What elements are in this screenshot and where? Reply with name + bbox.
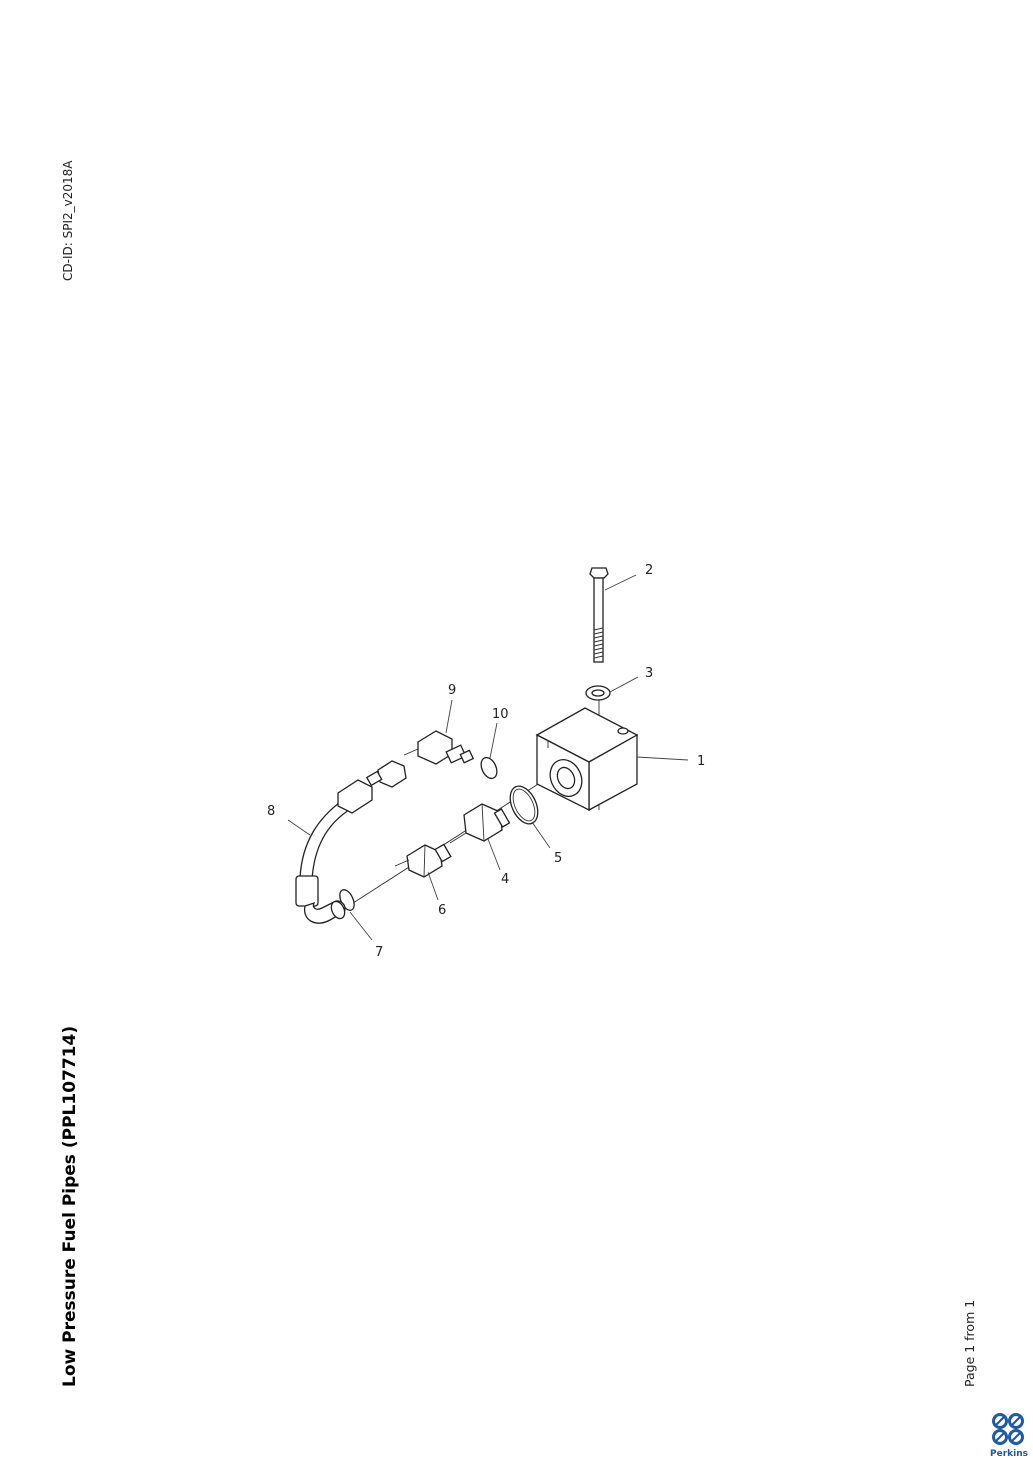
part-4-adaptor [449,803,511,844]
part-6-connector [394,843,452,878]
callout-1: 1 [697,754,705,769]
part-10-o-ring [480,756,498,780]
callout-8: 8 [267,804,275,819]
callout-6: 6 [438,903,446,918]
part-9-elbow [403,730,475,765]
callout-9: 9 [448,683,456,698]
part-2-bolt [589,567,609,663]
callout-10: 10 [492,707,509,722]
brand-wordmark: Perkins [990,1449,1028,1459]
callout-3: 3 [645,666,653,681]
callout-5: 5 [554,851,562,866]
part-1-block [535,707,639,812]
part-5-o-ring [509,785,539,825]
callout-4: 4 [501,872,509,887]
part-3-washer [585,685,611,701]
part-8-hose [295,760,407,924]
leader-lines [287,574,689,941]
callout-7: 7 [375,945,383,960]
perkins-logo-icon [992,1413,1024,1445]
callout-2: 2 [645,563,653,578]
